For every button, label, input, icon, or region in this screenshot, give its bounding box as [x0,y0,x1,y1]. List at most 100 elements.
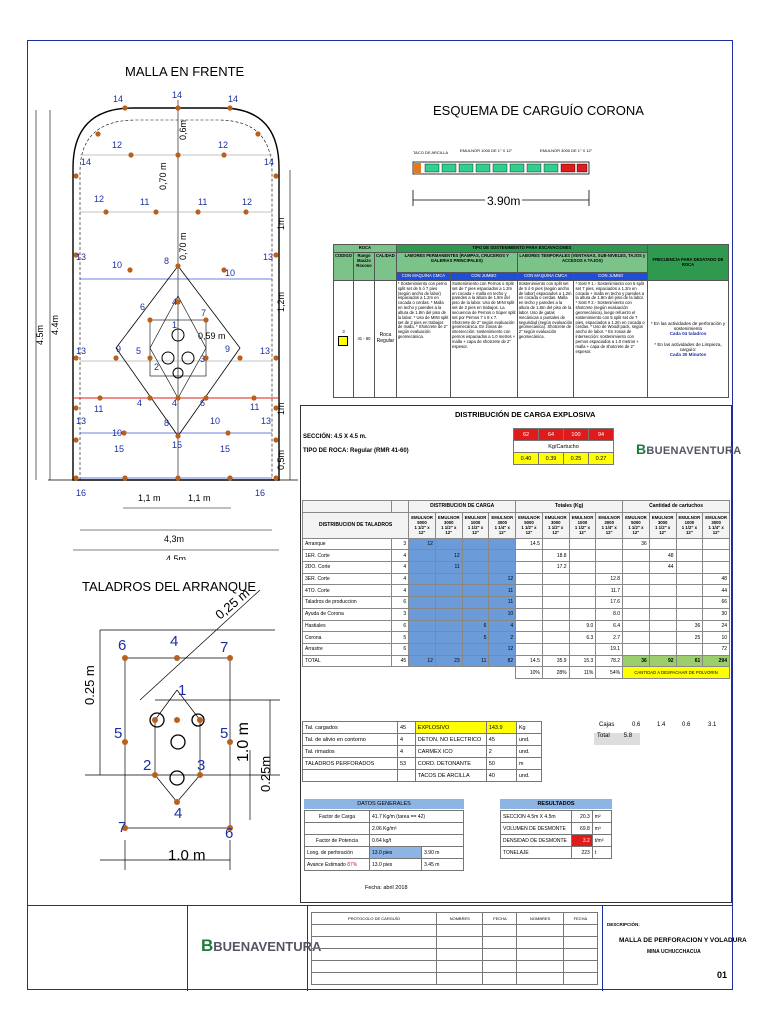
dist-cell [541,572,570,586]
rock-color-swatch [338,336,349,347]
dist-cell [408,607,436,621]
sostenimiento-title: TIPO DE SOSTENIMIENTO PARA EXCAVACIONES [395,244,649,253]
dist-cell: 3 [390,607,410,621]
red-value: 100 [563,428,589,441]
col-jumbo: CON JUMBO [449,272,518,281]
svg-text:13: 13 [76,252,86,262]
datos-value: 3.45 [424,861,434,868]
col-codigo: CODIGO [333,252,354,281]
dist-cell [461,549,490,563]
dist-cell [461,642,490,656]
sheet-frame [27,40,733,990]
res-label: DENSIDAD DE DESMONTE [500,834,572,847]
dist-row-label: Ayuda de Corona [302,607,392,621]
em-size: 1 1/2" x 12" [467,525,484,536]
dist-cell [541,596,570,609]
pct-value: 28% [541,666,570,679]
dist-cell [541,584,570,598]
dist-cell: 6 [461,619,490,633]
svg-text:0,70 m: 0,70 m [178,232,188,260]
svg-text:10: 10 [112,428,122,438]
labores-temporales: LABORES TEMPORALES (VENTANAS, SUB-NIVELE… [516,252,649,273]
dist-cell [648,619,677,633]
dist-cell: 12 [408,654,436,668]
dist-cell: 14.5 [515,537,543,551]
svg-text:4.5m: 4.5m [166,554,186,560]
svg-text:14: 14 [264,157,274,167]
dist-cell [648,642,677,656]
distribucion-table: DISTRIBUCION DE CARGA Totales (Kg) Canti… [301,500,730,679]
dist-row-label: Arrastre [302,642,392,656]
svg-text:12: 12 [94,194,104,204]
dist-cell [622,607,650,621]
dist-cell: 4 [390,561,410,574]
dist-cell [541,631,570,644]
dist-cell: 11 [461,654,490,668]
resumen-cell: 4 [397,733,416,746]
dist-cell: 78.2 [595,654,624,668]
dist-cell [622,631,650,644]
resumen-cell: 45 [397,721,416,734]
col-frecuencia: FRECUENCIA PARA DESATADO DE ROCA [647,244,729,281]
svg-text:10: 10 [210,416,220,426]
svg-text:13: 13 [263,252,273,262]
svg-text:2: 2 [143,757,151,774]
dist-cell: 4 [488,619,517,633]
svg-text:6: 6 [118,637,126,654]
res-value: 20.3 [571,810,593,823]
dist-cell: 2 [488,631,517,644]
datos-label: Long. de perforación [304,846,370,859]
grp-cantidad: Cantidad de cartuchos [622,500,730,513]
grp-totales: Totales (Kg) [515,500,624,513]
svg-text:1.0 m: 1.0 m [235,722,252,762]
resumen-cell: und. [515,769,543,782]
svg-text:13: 13 [76,346,86,356]
svg-text:14: 14 [172,90,182,100]
res-label: SECCION 4.5m X 4.5m [500,810,572,823]
dist-cell: 12 [488,642,517,656]
svg-text:0,70 m: 0,70 m [158,162,168,190]
kg-cartucho-label: Kg/Cartucho [513,440,614,453]
dist-cell: 35.9 [541,654,570,668]
freq-text-2: * En las actividades de Limpieza, carguí… [654,341,722,352]
dist-cell: 18.8 [541,549,570,563]
svg-text:6: 6 [140,302,145,312]
corona-length: 3.90m [485,194,523,208]
svg-text:13: 13 [260,346,270,356]
grp-distribucion: DISTRIBUCION DE CARGA [408,500,517,513]
dist-cell: 48 [702,572,730,586]
dist-cell: 25 [675,631,704,644]
svg-text:0,25 m: 0,25 m [212,585,252,622]
resumen-cell: DETON. NO ELECTRICO [414,733,487,746]
dist-cell [568,561,597,574]
resultados-title: RESULTADOS [500,799,612,809]
tb-descripcion: DESCRIPCIÓN: [607,922,640,927]
svg-text:13: 13 [261,416,271,426]
datos-pct: 87% [347,861,358,868]
em-size: 1 1/2" x 12" [521,525,537,536]
res-unit: t/m³ [591,834,613,847]
dist-cell [515,631,543,644]
dist-cell [622,619,650,633]
svg-text:15: 15 [220,444,230,454]
dist-cell [648,631,677,644]
dist-cell: 82 [488,654,517,668]
datos-value: 41.7 Kg/m (tarea == 42) [369,810,464,823]
dist-cell [515,619,543,633]
dist-cell [648,584,677,598]
svg-text:4: 4 [172,297,177,307]
datos-label: Avance Estimado [307,861,346,868]
em-size: 1 1/2" x 12" [441,525,457,536]
dist-cell: 6 [390,619,410,633]
rock-calidad: Roca Regular [373,280,397,398]
